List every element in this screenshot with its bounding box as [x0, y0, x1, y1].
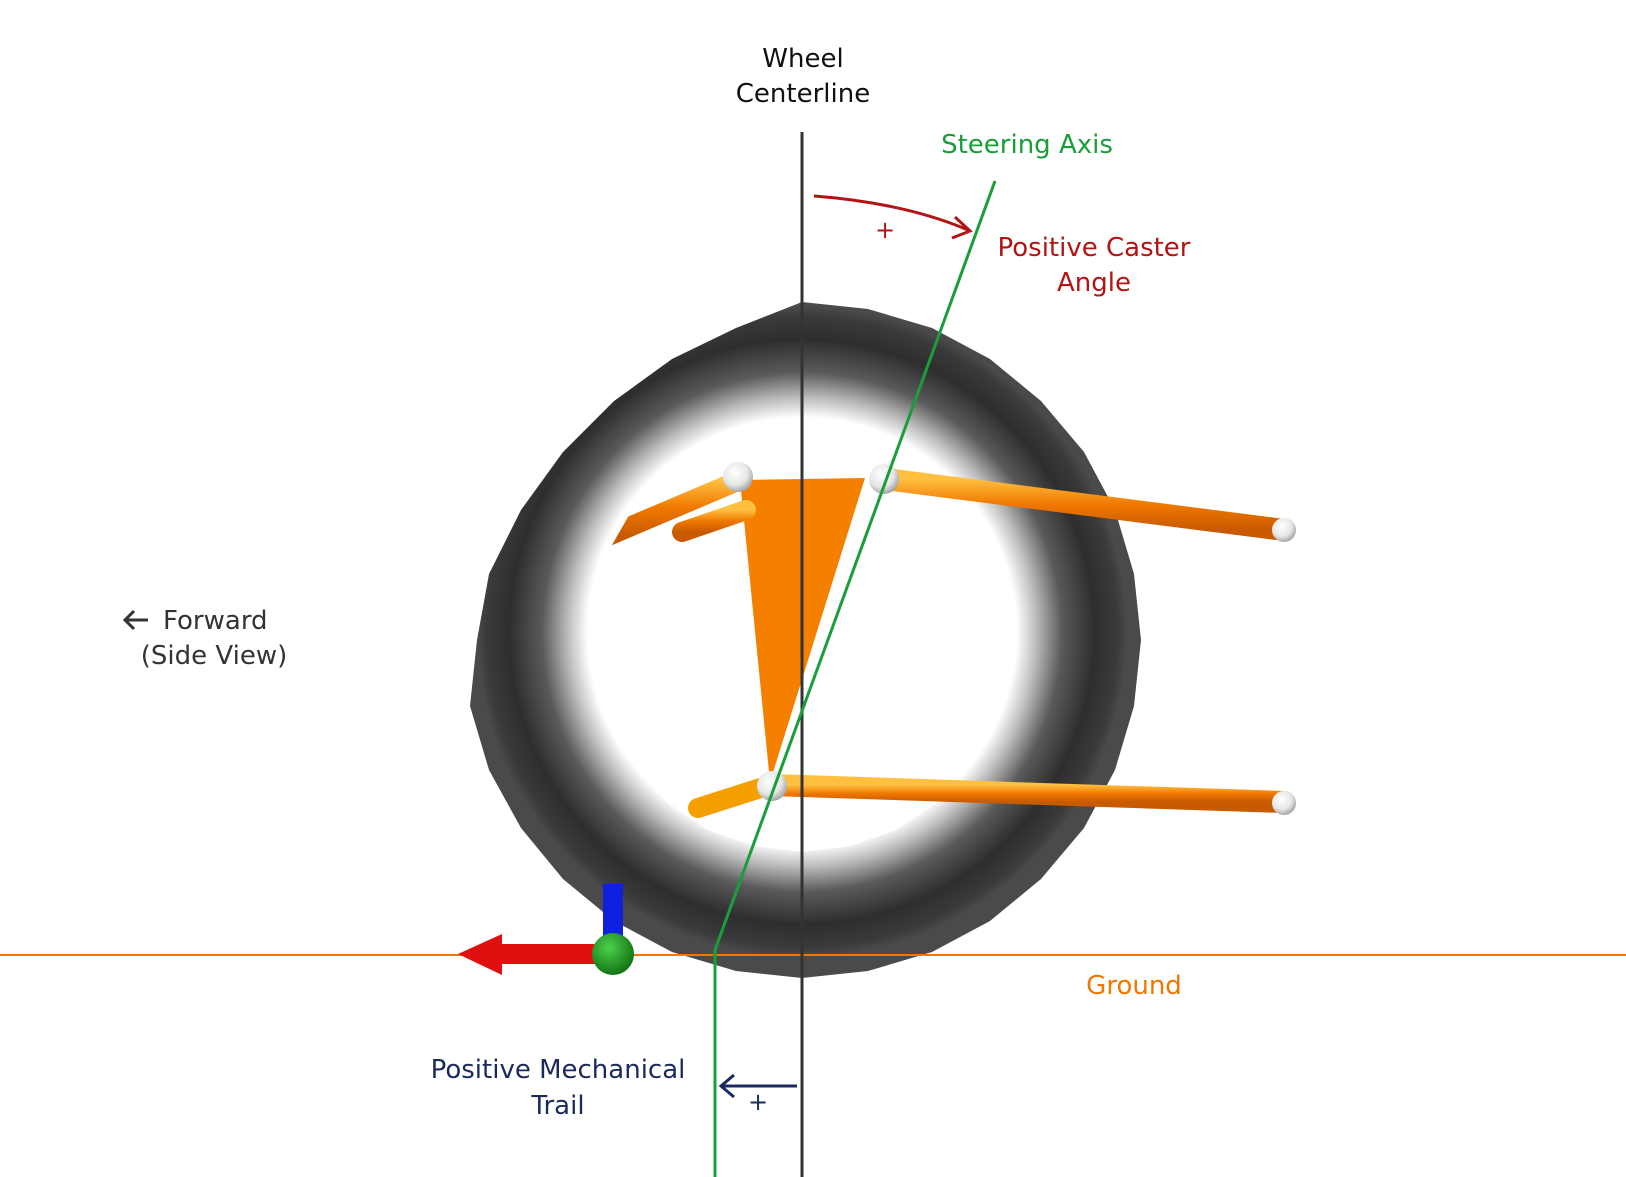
upper-ball-joint-rear — [869, 464, 899, 494]
caster-sign: + — [875, 216, 895, 244]
lower-ball-joint — [757, 771, 787, 801]
trail-sign: + — [748, 1088, 768, 1116]
forward-label-line1: Forward — [163, 606, 268, 636]
steering-axis-label: Steering Axis — [941, 130, 1113, 160]
ground-label: Ground — [1086, 971, 1182, 1001]
upper-arm-chassis-joint — [1272, 518, 1296, 542]
rear-upper-rod — [598, 470, 750, 546]
axis-x-arrowhead — [458, 934, 502, 975]
caster-label-line2: Angle — [1057, 268, 1131, 298]
trail-label-line2: Trail — [530, 1091, 584, 1121]
wheel-centerline-label-line1: Wheel — [762, 44, 843, 74]
coordinate-axes — [458, 884, 634, 975]
steering-axis-line — [713, 180, 997, 1177]
axis-origin — [592, 933, 634, 975]
trail-arrow — [718, 1073, 797, 1099]
wheel-centerline-label-line2: Centerline — [736, 79, 870, 109]
lower-arm-chassis-joint — [1272, 791, 1296, 815]
tire — [470, 302, 1141, 978]
forward-label-line2: (Side View) — [141, 641, 287, 671]
trail-label-line1: Positive Mechanical — [431, 1055, 686, 1085]
upper-ball-joint-front — [723, 462, 753, 492]
front-upper-rod-short — [672, 500, 756, 542]
caster-label-line1: Positive Caster — [997, 233, 1190, 263]
upper-control-arm — [874, 468, 1295, 541]
axis-x-arrow — [500, 944, 614, 964]
left-arrow-icon — [122, 609, 148, 631]
lower-control-arm — [761, 774, 1295, 813]
caster-angle-arrow — [813, 194, 973, 240]
